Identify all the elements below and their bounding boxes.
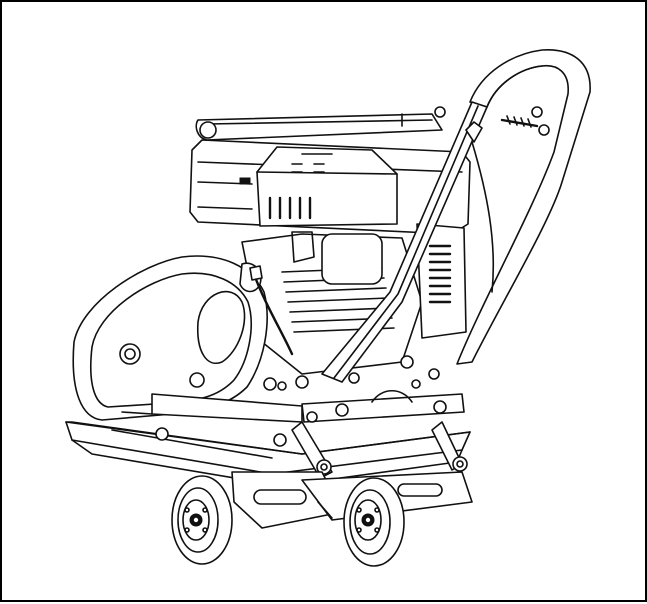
roll-bar: [195, 113, 443, 141]
handle-bar: [321, 49, 591, 383]
belt-guard: [72, 255, 268, 421]
left-wheel: [171, 475, 233, 565]
air-filter-box: [256, 146, 398, 227]
side-frame: [121, 355, 465, 447]
cooling-fins: [416, 223, 467, 339]
engine-block: [241, 231, 423, 375]
bolts: [263, 372, 421, 391]
fuel-line: [249, 265, 294, 356]
linkage-arms: [291, 421, 468, 479]
right-wheel: [343, 477, 405, 567]
